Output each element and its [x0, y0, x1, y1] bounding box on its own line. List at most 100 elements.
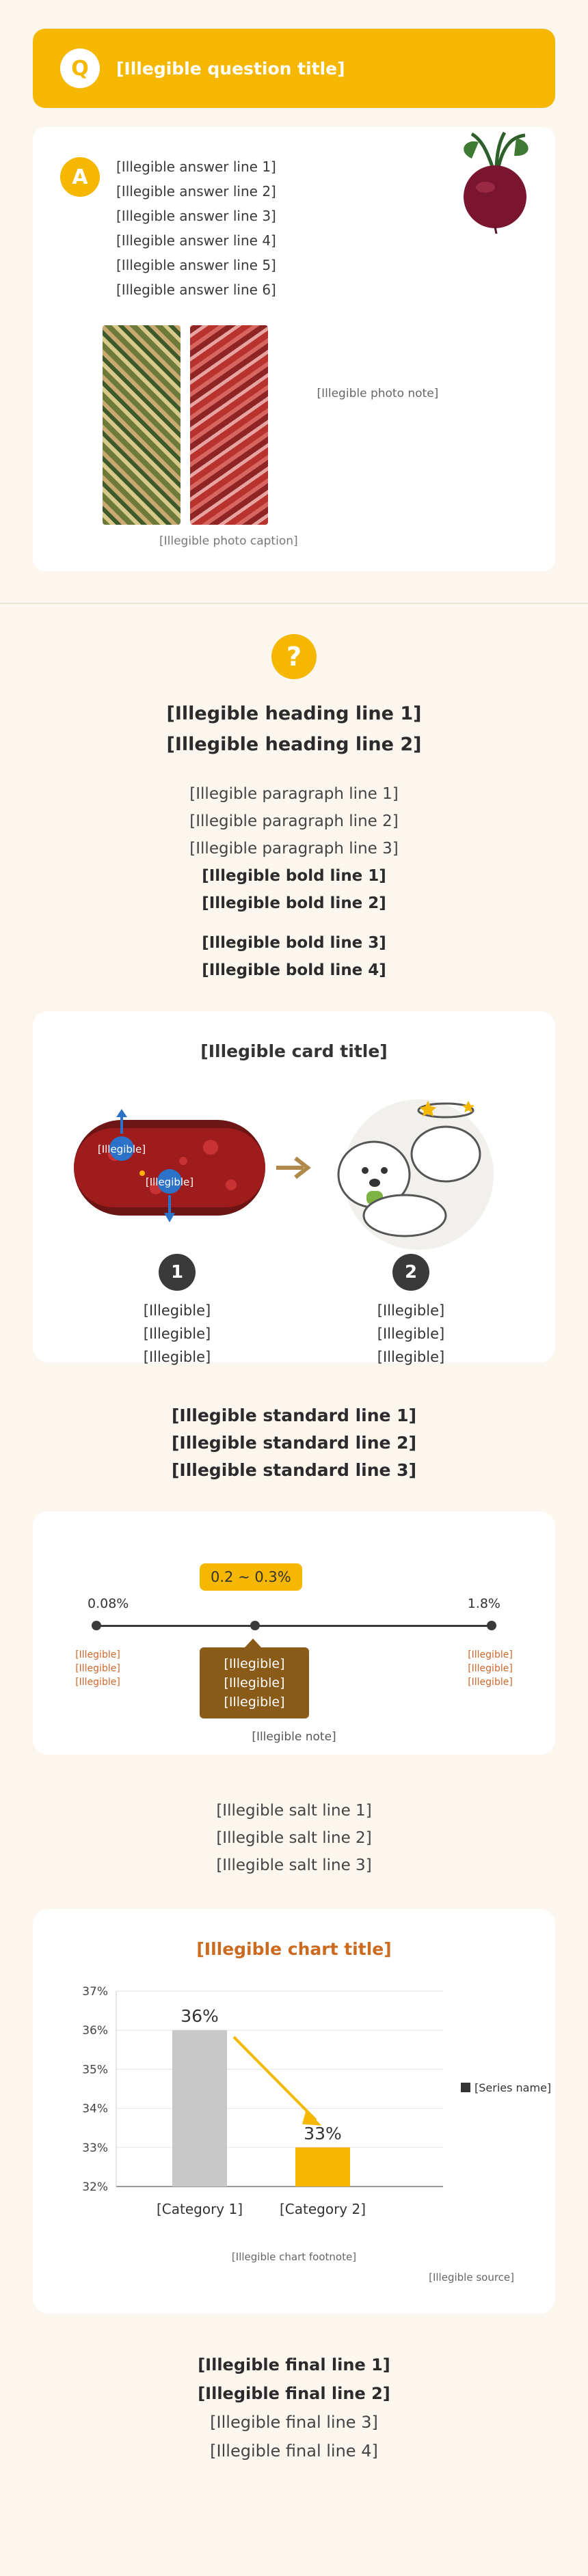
- data-label: 33%: [304, 2124, 342, 2143]
- sodium-heading: [Illegible heading line 1] [Illegible he…: [0, 698, 588, 760]
- final-line: [Illegible final line 4]: [210, 2441, 378, 2461]
- min-label-line: [Illegible]: [75, 1677, 120, 1688]
- answer-line: [Illegible answer line 5]: [116, 257, 276, 273]
- answer-line: [Illegible answer line 1]: [116, 159, 276, 175]
- range-dot-min: [92, 1621, 101, 1630]
- range-box-line: [Illegible]: [224, 1695, 285, 1710]
- heading-line: [Illegible heading line 2]: [166, 734, 422, 755]
- number-badge: 1: [159, 1254, 196, 1291]
- data-label: 36%: [181, 2006, 219, 2026]
- standard-line: [Illegible standard line 3]: [171, 1460, 417, 1480]
- min-label-line: [Illegible]: [75, 1649, 120, 1660]
- problem-items: 1 [Illegible] [Illegible] [Illegible] 2 …: [33, 1250, 555, 1369]
- category-label: [Category 2]: [280, 2201, 366, 2217]
- chart-footnote: [Illegible chart footnote]: [231, 2251, 357, 2263]
- min-label-line: [Illegible]: [75, 1663, 120, 1674]
- paragraph-line: [Illegible paragraph line 3]: [189, 840, 399, 858]
- chart-source: [Illegible source]: [429, 2271, 514, 2284]
- y-tick-label: 37%: [82, 1985, 108, 1999]
- salt-comparison-chart-card: [Illegible chart title] 37%36%35%34%33%3…: [33, 1909, 555, 2314]
- problem-line: [Illegible]: [143, 1302, 211, 1319]
- y-tick-label: 36%: [82, 2024, 108, 2038]
- photo-caption: [Illegible photo caption]: [159, 534, 298, 548]
- salt-intro-line: [Illegible salt line 3]: [216, 1856, 372, 1874]
- product-photo-red: [189, 325, 268, 525]
- min-value: 0.08%: [88, 1596, 129, 1611]
- photo-note: [Illegible photo note]: [317, 387, 439, 400]
- problem-card-title: [Illegible card title]: [200, 1041, 388, 1061]
- beet-image: [464, 131, 529, 234]
- sodium-section: ? [Illegible heading line 1] [Illegible …: [0, 603, 588, 2465]
- range-note: [Illegible note]: [252, 1730, 336, 1744]
- range-box-line: [Illegible]: [224, 1675, 285, 1690]
- y-tick-label: 33%: [82, 2141, 108, 2155]
- problem-line: [Illegible]: [143, 1349, 211, 1365]
- salt-intro-line: [Illegible salt line 1]: [216, 1802, 372, 1820]
- sick-dog-illustration: [337, 1099, 494, 1250]
- sodium-emphasis: [Illegible bold line 3] [Illegible bold …: [0, 929, 588, 984]
- blood-vessel-illustration: [Illegible] [Illegible]: [74, 1109, 265, 1222]
- category-label: [Category 1]: [157, 2201, 243, 2217]
- emphasis-line: [Illegible bold line 4]: [202, 961, 386, 979]
- final-text: [Illegible final line 1] [Illegible fina…: [0, 2351, 588, 2465]
- answer-badge: A: [60, 157, 100, 197]
- max-label: [Illegible] [Illegible] [Illegible]: [453, 1648, 528, 1689]
- emphasis-line: [Illegible bold line 3]: [202, 934, 386, 952]
- range-box-pointer: [245, 1639, 261, 1647]
- range-dot-mid: [250, 1621, 260, 1630]
- problem-line: [Illegible]: [377, 1349, 445, 1365]
- max-label-line: [Illegible]: [468, 1649, 513, 1660]
- paragraph-bold-line: [Illegible bold line 2]: [202, 894, 386, 912]
- question-badge: Q: [60, 49, 100, 88]
- question-text: [Illegible question title]: [116, 58, 345, 79]
- y-tick-label: 35%: [82, 2063, 108, 2077]
- answer-text: [Illegible answer line 1] [Illegible ans…: [116, 154, 499, 302]
- range-box: [Illegible] [Illegible] [Illegible]: [200, 1647, 309, 1718]
- paragraph-line: [Illegible paragraph line 2]: [189, 812, 399, 830]
- chart-title: [Illegible chart title]: [196, 1939, 392, 1959]
- final-line: [Illegible final line 1]: [198, 2355, 390, 2374]
- answer-line: [Illegible answer line 3]: [116, 208, 276, 224]
- qa-section: Q [Illegible question title] A [Illegibl…: [0, 0, 588, 571]
- arrow-right-icon: [276, 1156, 311, 1179]
- salt-intro-text: [Illegible salt line 1] [Illegible salt …: [0, 1797, 588, 1879]
- standard-line: [Illegible standard line 1]: [171, 1406, 417, 1425]
- standard-line: [Illegible standard line 2]: [171, 1433, 417, 1453]
- min-label: [Illegible] [Illegible] [Illegible]: [60, 1648, 135, 1689]
- trend-arrow-head: [302, 2109, 321, 2126]
- water-label: [Illegible]: [98, 1143, 146, 1155]
- y-tick-label: 32%: [82, 2180, 108, 2194]
- final-line: [Illegible final line 2]: [198, 2384, 390, 2403]
- final-line: [Illegible final line 3]: [210, 2413, 378, 2432]
- y-tick-label: 34%: [82, 2102, 108, 2116]
- problem-item-text: [Illegible] [Illegible] [Illegible]: [308, 1299, 513, 1369]
- answer-card: A [Illegible answer line 1] [Illegible a…: [33, 127, 555, 571]
- salt-intro-line: [Illegible salt line 2]: [216, 1829, 372, 1847]
- paragraph-line: [Illegible paragraph line 1]: [189, 785, 399, 803]
- range-badge: 0.2 ~ 0.3%: [200, 1563, 302, 1591]
- water-label: [Illegible]: [146, 1176, 193, 1188]
- question-mark-icon: ?: [271, 634, 317, 679]
- problem-illustrations: [Illegible] [Illegible]: [33, 1061, 555, 1250]
- trend-arrow: [232, 2036, 317, 2122]
- sodium-bar-chart: 37% 36% 35% 34% 33% 32% 36% [Category 1] 33% [Cat…: [82, 1985, 551, 2217]
- product-photo-row: [Illegible photo note]: [103, 325, 528, 525]
- answer-line: [Illegible answer line 4]: [116, 232, 276, 249]
- question-bar: Q [Illegible question title]: [33, 29, 555, 108]
- range-line: [96, 1625, 492, 1627]
- max-label-line: [Illegible]: [468, 1677, 513, 1688]
- problem-line: [Illegible]: [143, 1326, 211, 1342]
- sodium-problem-card: [Illegible card title] [Illegible]: [33, 1011, 555, 1365]
- legend-swatch: [461, 2083, 470, 2092]
- range-dot-max: [487, 1621, 496, 1630]
- range-box-line: [Illegible]: [224, 1656, 285, 1671]
- heading-line: [Illegible heading line 1]: [166, 703, 422, 724]
- problem-item-text: [Illegible] [Illegible] [Illegible]: [75, 1299, 280, 1369]
- sodium-range-card: 0.08% 1.8% 0.2 ~ 0.3% [Illegible] [Illeg…: [33, 1511, 555, 1755]
- max-label-line: [Illegible]: [468, 1663, 513, 1674]
- product-photo-green: [103, 325, 181, 525]
- problem-item-2: 2 [Illegible] [Illegible] [Illegible]: [308, 1254, 513, 1369]
- sodium-paragraph: [Illegible paragraph line 1] [Illegible …: [0, 780, 588, 917]
- standard-text: [Illegible standard line 1] [Illegible s…: [0, 1402, 588, 1484]
